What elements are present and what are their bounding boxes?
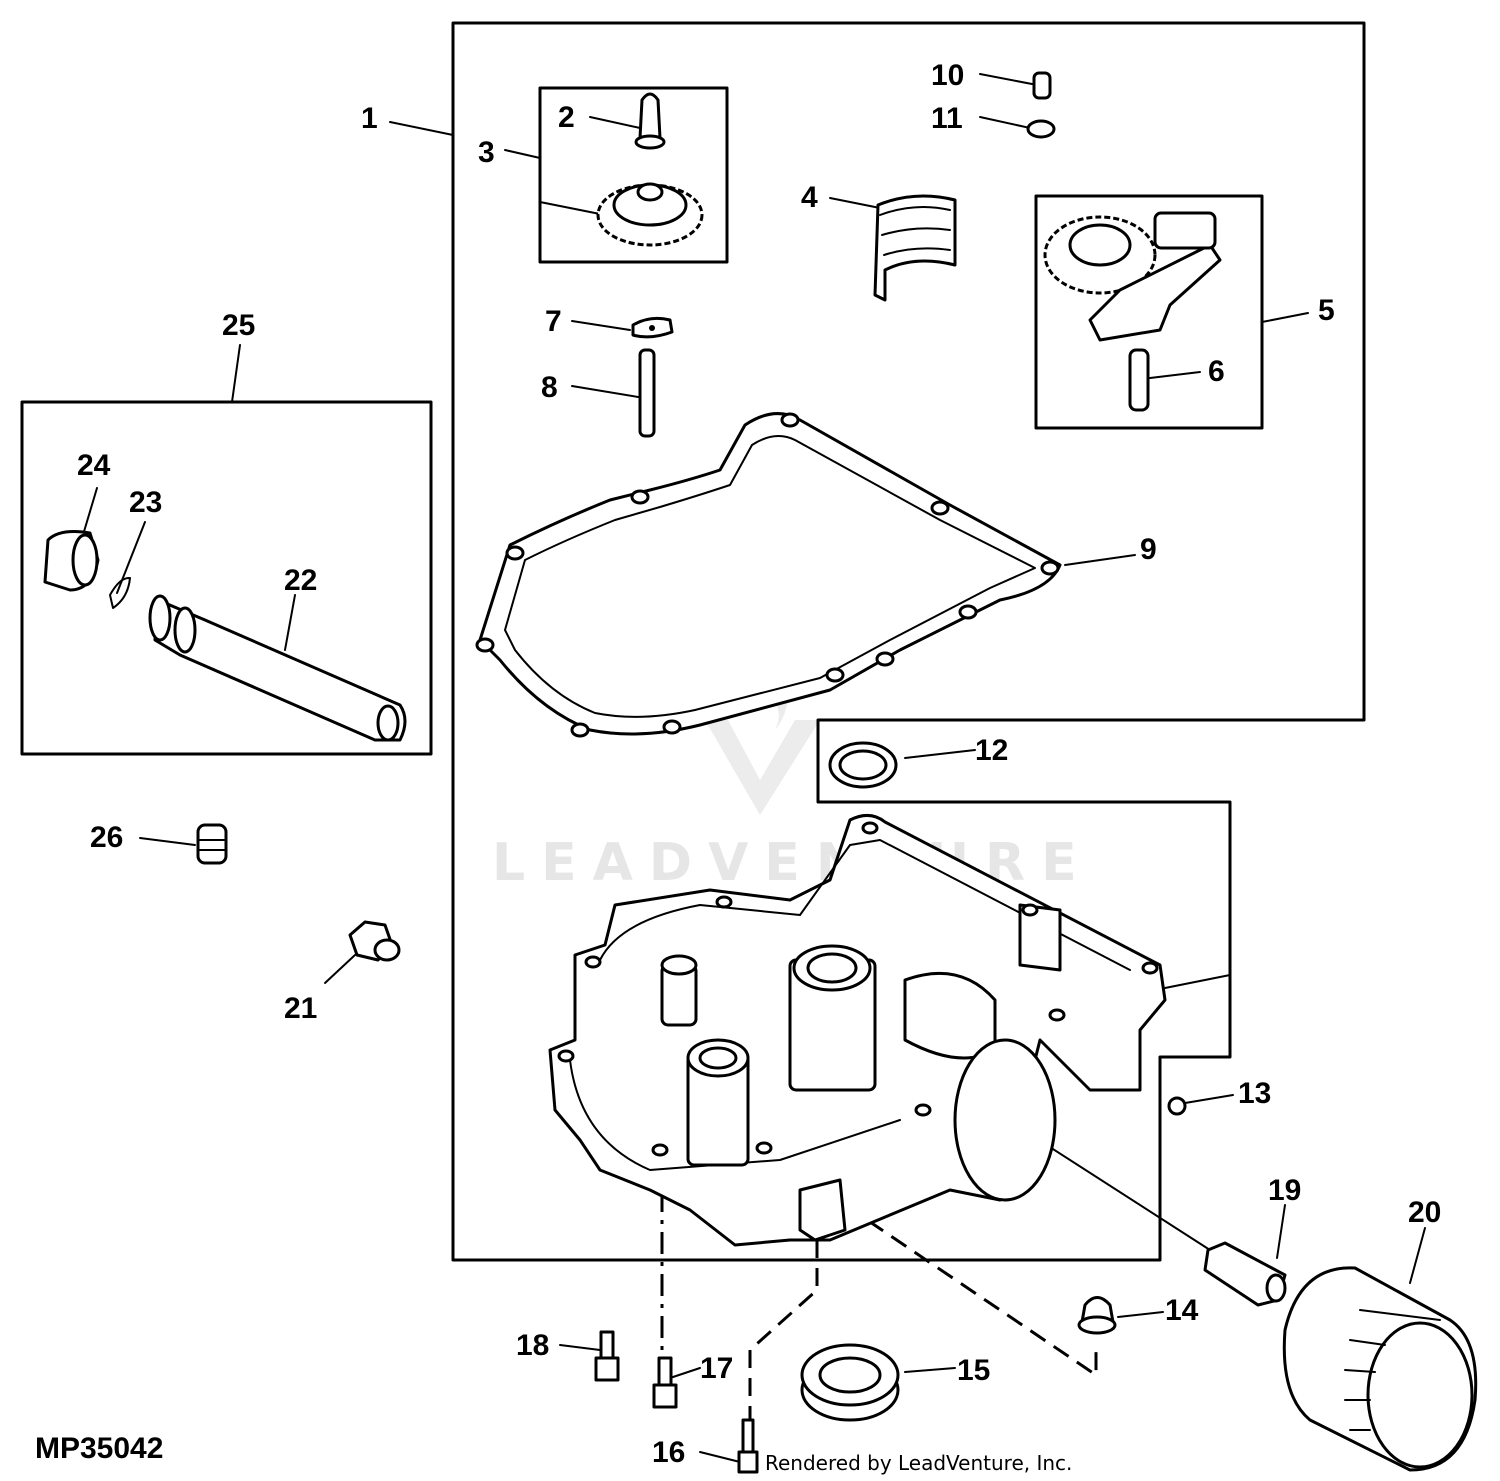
part-4-oil-screen [873,194,957,302]
part-13-plug [1167,1096,1187,1116]
callout-5: 5 [1318,294,1335,327]
callout-14: 14 [1165,1294,1199,1327]
watermark-v-icon [705,720,820,815]
part-5-oil-pump [1043,211,1222,342]
callout-3: 3 [478,136,495,169]
callout-7: 7 [545,305,562,338]
part-17-bolt [652,1356,678,1409]
callout-23: 23 [129,486,162,519]
credit-text: Rendered by LeadVenture, Inc. [765,1451,1072,1475]
part-5-frame [1034,194,1264,430]
cover-bolt-holes [557,821,1159,1157]
leader-lines [79,73,1426,1463]
part-11-washer [1026,119,1056,139]
callout-22: 22 [284,564,317,597]
part-22-oil-fill-tube [148,594,407,742]
callout-9: 9 [1140,533,1157,566]
part-8-shaft [638,348,656,438]
callout-2: 2 [558,101,575,134]
part-3-frame [538,86,729,264]
part-10-screw [1032,71,1052,100]
callout-21: 21 [284,992,317,1025]
part-15-oil-seal [800,1343,900,1422]
callout-18: 18 [516,1329,549,1362]
callout-15: 15 [957,1354,990,1387]
callout-labels: 1 2 3 4 5 6 7 8 9 10 11 12 13 14 15 16 1… [77,59,1441,1469]
part-12-seal-ring [828,741,898,789]
callout-10: 10 [931,59,964,92]
part-3-gear [596,182,704,247]
callout-19: 19 [1268,1174,1301,1207]
part-19-adapter-fitting [1203,1241,1287,1307]
part-1-crankcase-cover [548,814,1167,1247]
callout-6: 6 [1208,355,1225,388]
part-6-pin [1128,348,1150,412]
callout-13: 13 [1238,1077,1271,1110]
callout-26: 26 [90,821,123,854]
callout-24: 24 [77,449,111,482]
callout-1: 1 [361,102,378,135]
part-2-pin [634,92,666,150]
callout-25: 25 [222,309,255,342]
part-14-nut [1077,1296,1117,1335]
callout-11: 11 [931,102,963,135]
part-26-plug [196,823,228,865]
callout-8: 8 [541,371,558,404]
part-20-oil-filter [1282,1266,1478,1472]
part-16-bolt [737,1418,759,1474]
callout-12: 12 [975,734,1008,767]
part-18-bolt [594,1330,620,1382]
figure-code: MP35042 [35,1432,163,1465]
kit-25-frame [20,400,433,756]
part-21-drain-plug [348,920,401,962]
part-23-o-ring [109,576,131,609]
part-9-gasket [475,412,1062,738]
part-24-cap [43,530,100,592]
callout-4: 4 [801,181,818,214]
callout-20: 20 [1408,1196,1441,1229]
gasket-bolt-holes [475,412,1060,738]
part-7-lever [631,316,674,339]
callout-17: 17 [700,1352,733,1385]
callout-16: 16 [652,1436,685,1469]
